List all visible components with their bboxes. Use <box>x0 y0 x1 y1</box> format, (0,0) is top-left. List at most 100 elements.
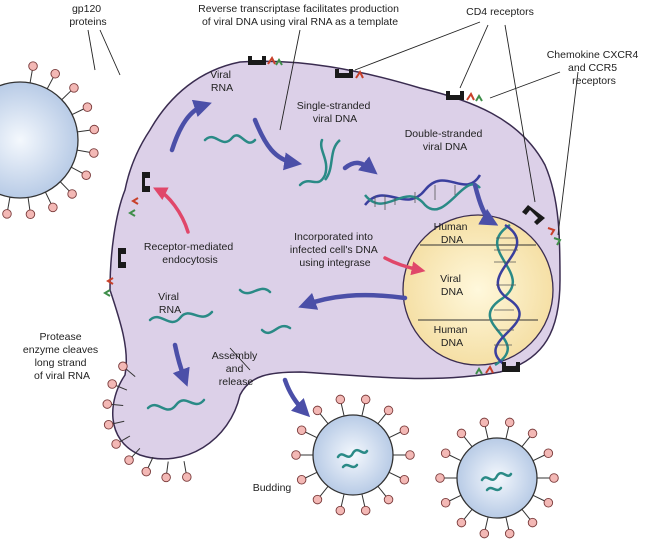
gp120-stalk <box>305 431 318 439</box>
label-viral-dna: Viral DNA <box>440 273 464 298</box>
gp120-knob <box>543 448 554 459</box>
label-chemokine: Chemokine CXCR4 and CCR5 receptors <box>547 49 642 87</box>
double-stranded-dna <box>364 174 482 211</box>
gp120-knob <box>456 517 467 528</box>
label-human-dna-top: Human DNA <box>434 221 471 246</box>
entry-arrows <box>152 187 426 276</box>
gp120-stalk <box>463 436 473 448</box>
gp120-knob <box>435 473 445 483</box>
label-viral-rna-top: Viral RNA <box>210 69 234 94</box>
gp120-stalk <box>77 149 91 153</box>
gp120-stalk <box>59 181 70 192</box>
label-double-stranded-dna: Double-stranded viral DNA <box>405 128 486 153</box>
gp120-stalk <box>521 508 531 520</box>
label-single-stranded-dna: Single-stranded viral DNA <box>297 100 373 125</box>
gp120-stalk <box>463 508 473 520</box>
cell-receptors <box>103 56 562 375</box>
budding-bud <box>102 361 192 483</box>
label-assembly: Assembly and release <box>212 350 260 388</box>
gp120-knob <box>312 405 323 416</box>
gp120-stalk <box>532 494 545 502</box>
label-cd4: CD4 receptors <box>466 6 534 18</box>
leader-lines <box>87 21 579 371</box>
arrow-assembly <box>282 377 311 418</box>
nucleus <box>402 214 554 366</box>
gp120-knob <box>335 394 346 405</box>
gp120-stalk <box>319 485 329 497</box>
label-integrase: Incorporated into infected cell's DNA us… <box>290 231 380 269</box>
gp120-knob <box>479 417 490 428</box>
gp120-knob <box>28 61 38 71</box>
label-endocytosis: Receptor-mediated endocytosis <box>144 241 236 266</box>
viral-rna-strands <box>146 134 328 411</box>
gp120-stalk <box>61 90 72 101</box>
gp120-knob <box>440 448 451 459</box>
label-budding: Budding <box>253 482 292 494</box>
gp120-knob <box>25 209 36 220</box>
gp120-stalk <box>377 413 387 425</box>
gp120-knob <box>479 528 490 539</box>
virus-released-2 <box>435 417 559 539</box>
arrow-endocytosis <box>152 187 190 234</box>
gp120-knob <box>102 399 113 409</box>
gp120-knob <box>399 425 410 436</box>
receptor-top-2 <box>335 69 364 79</box>
arrow-dsdna-to-nucleus <box>472 182 499 226</box>
gp120-stalk <box>340 403 345 417</box>
gp120-stalk <box>119 435 131 443</box>
gp120-stalk <box>44 191 52 205</box>
gp120-knob <box>549 473 559 483</box>
virus-rna <box>485 486 503 492</box>
gp120-knob <box>312 494 323 505</box>
gp120-stalk <box>27 197 31 211</box>
integrated-dna-helix <box>488 223 521 367</box>
gp120-knob <box>399 474 410 485</box>
gp120-knob <box>182 472 192 482</box>
gp120-knob <box>527 428 538 439</box>
gp120-stalk <box>71 108 85 116</box>
gp120-knob <box>296 474 307 485</box>
virus-attaching <box>0 61 100 220</box>
label-human-dna-bottom: Human DNA <box>434 324 471 349</box>
virus-released-1 <box>291 394 415 516</box>
gp120-knob <box>141 466 152 477</box>
gp120-knob <box>2 209 12 219</box>
gp120-knob <box>89 124 100 135</box>
labels: gp120 proteins Reverse transcriptase fac… <box>23 3 642 494</box>
gp120-knob <box>291 450 301 460</box>
gp120-stalk <box>29 69 33 83</box>
gp120-stalk <box>125 368 136 377</box>
gp120-knob <box>103 419 114 430</box>
receptor-bottom <box>475 362 520 375</box>
gp120-stalk <box>388 431 401 439</box>
gp120-knob <box>405 450 415 460</box>
virus-rna <box>341 463 359 469</box>
arrow-rna-to-ssdna <box>252 117 303 171</box>
gp120-stalk <box>70 166 83 174</box>
receptor-top-3 <box>446 91 483 102</box>
gp120-stalk <box>340 493 345 507</box>
gp120-knob <box>50 69 60 79</box>
receptor-top-1 <box>248 56 283 66</box>
gp120-stalk <box>361 493 366 507</box>
virus-rna <box>336 448 369 459</box>
arrow-rna-entry <box>169 99 212 153</box>
gp120-knob <box>456 428 467 439</box>
gp120-knob <box>82 102 93 112</box>
gp120-knob <box>48 202 58 213</box>
gp120-stalk <box>183 461 187 474</box>
gp120-stalk <box>449 454 462 462</box>
gp120-knob <box>118 361 128 372</box>
gp120-knob <box>67 189 77 199</box>
gp120-stalk <box>377 485 387 497</box>
gp120-stalk <box>111 403 124 406</box>
gp120-knob <box>504 528 515 539</box>
receptor-left-2 <box>103 248 126 297</box>
gp120-stalk <box>388 471 401 479</box>
gp120-stalk <box>505 516 510 530</box>
gp120-stalk <box>147 456 154 469</box>
gp120-stalk <box>7 197 11 211</box>
flow-arrows <box>169 99 499 418</box>
arrow-nucleus-to-rna <box>298 292 408 310</box>
label-protease: Protease enzyme cleaves long strand of v… <box>23 331 101 382</box>
